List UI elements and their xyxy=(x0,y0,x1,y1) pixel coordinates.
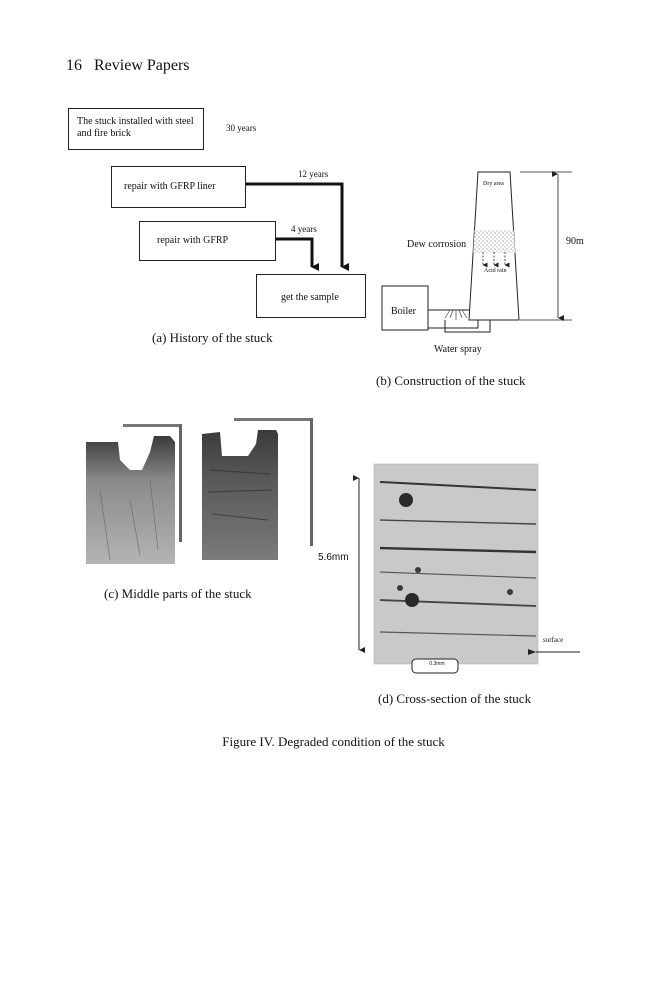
label-30-years: 30 years xyxy=(226,123,257,133)
label-boiler: Boiler xyxy=(391,306,416,317)
label-dew-corrosion: Dew corrosion xyxy=(407,239,467,250)
middle-parts-photos xyxy=(86,418,313,564)
specimen-left xyxy=(86,436,175,564)
label-dry-area: Dry area xyxy=(483,181,504,187)
label-surface: surface xyxy=(543,636,564,644)
label-height: 90m xyxy=(566,236,584,247)
specimen-right xyxy=(202,430,278,560)
label-scale-5-6mm: 5.6mm xyxy=(318,552,349,563)
label-water-spray: Water spray xyxy=(434,344,482,355)
running-title: Review Papers xyxy=(94,57,190,74)
caption-a: (a) History of the stuck xyxy=(152,330,273,345)
label-12-years: 12 years xyxy=(298,169,329,179)
box-installed: The stuck installed with steel and fire … xyxy=(68,108,204,150)
box-repair-liner: repair with GFRP liner xyxy=(111,166,246,208)
arrow-4-years xyxy=(276,237,319,271)
boiler-box xyxy=(381,285,429,331)
stack-diagram xyxy=(381,171,572,333)
caption-c: (c) Middle parts of the stuck xyxy=(104,586,252,601)
page-header: 16 Review Papers xyxy=(66,57,190,75)
label-acid-rain: Acid rain xyxy=(484,268,507,274)
dew-zone-hatch xyxy=(473,230,516,253)
caption-b: (b) Construction of the stuck xyxy=(376,373,526,388)
caption-d: (d) Cross-section of the stuck xyxy=(378,691,532,706)
label-scale-bar: 0.3mm xyxy=(429,661,445,667)
box-get-sample: get the sample xyxy=(256,274,366,318)
figure-caption: Figure IV. Degraded condition of the stu… xyxy=(222,734,445,749)
label-4-years: 4 years xyxy=(291,224,317,234)
scale-bar-frame xyxy=(411,658,459,674)
box-repair: repair with GFRP xyxy=(139,221,276,261)
page-number: 16 xyxy=(66,57,82,74)
arrow-12-years xyxy=(246,182,349,271)
cross-section-figure xyxy=(353,463,580,674)
